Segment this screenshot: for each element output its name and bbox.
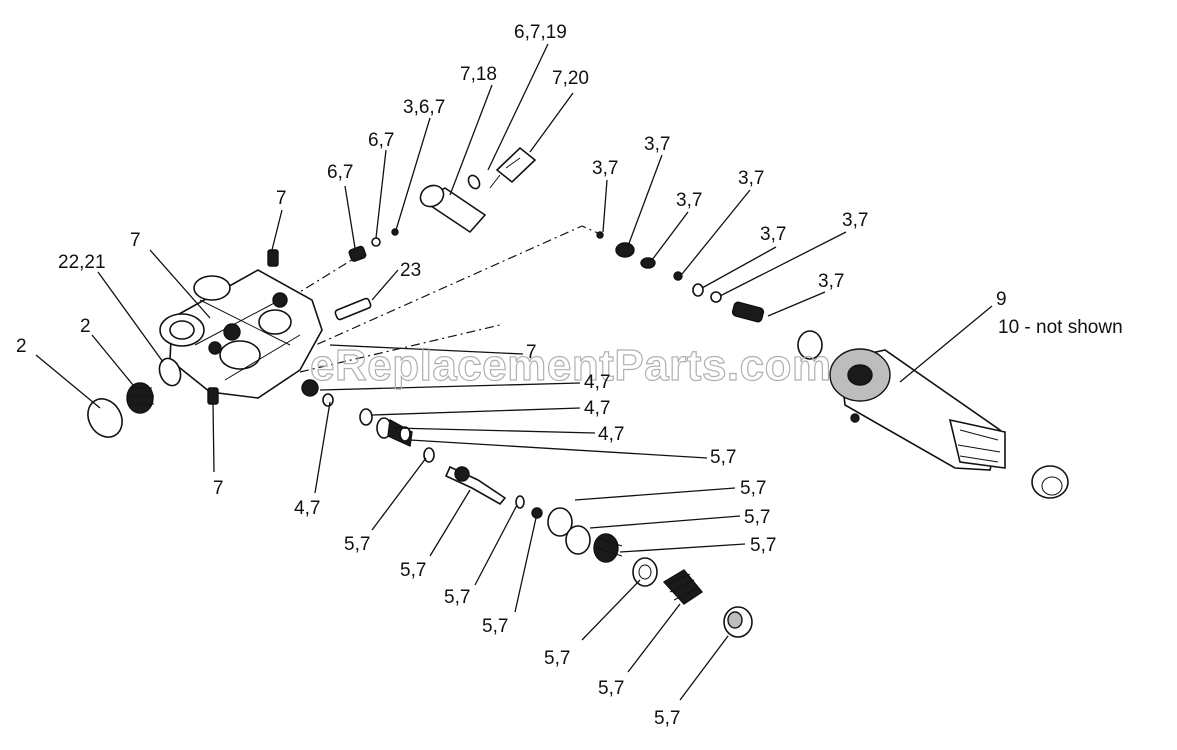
watermark-text: eReplacementParts.com xyxy=(310,341,832,390)
left-small-parts xyxy=(87,249,279,438)
callout-7-bottom: 7 xyxy=(213,478,224,499)
callout-5-7-d: 5,7 xyxy=(750,535,776,556)
callout-labels: 6,7,19 7,18 7,20 3,6,7 6,7 6,7 7 7 22,21… xyxy=(16,22,1123,729)
unloader-assembly xyxy=(829,348,1069,499)
callout-5-7-j: 5,7 xyxy=(598,678,624,699)
top-small-parts xyxy=(334,146,537,321)
callout-4-7-c: 4,7 xyxy=(598,424,624,445)
callout-3-7-a: 3,7 xyxy=(592,158,618,179)
callout-5-7-e: 5,7 xyxy=(344,534,370,555)
callout-6-7-a: 6,7 xyxy=(368,130,394,151)
valve-stack xyxy=(359,408,753,638)
callout-2-a: 2 xyxy=(80,316,91,337)
callout-5-7-g: 5,7 xyxy=(444,587,470,608)
callout-4-7-b: 4,7 xyxy=(584,398,610,419)
callout-3-7-d: 3,7 xyxy=(738,168,764,189)
callout-6-7-19: 6,7,19 xyxy=(514,22,567,43)
pump-manifold xyxy=(159,269,334,407)
callout-7-18: 7,18 xyxy=(460,64,497,85)
callout-7-top: 7 xyxy=(276,188,287,209)
callout-9: 9 xyxy=(996,289,1007,310)
callout-5-7-b: 5,7 xyxy=(740,478,766,499)
callout-4-7-d: 4,7 xyxy=(294,498,320,519)
callout-7-left: 7 xyxy=(130,230,141,251)
callout-2-b: 2 xyxy=(16,336,27,357)
callout-3-7-e: 3,7 xyxy=(760,224,786,245)
callout-5-7-h: 5,7 xyxy=(482,616,508,637)
callout-3-7-f: 3,7 xyxy=(842,210,868,231)
callout-5-7-c: 5,7 xyxy=(744,507,770,528)
callout-23: 23 xyxy=(400,260,421,281)
callout-7-20: 7,20 xyxy=(552,68,589,89)
callout-3-7-c: 3,7 xyxy=(676,190,702,211)
leader-lines xyxy=(35,43,993,701)
callout-10-not-shown: 10 - not shown xyxy=(998,317,1123,338)
callout-5-7-a: 5,7 xyxy=(710,447,736,468)
callout-22-21: 22,21 xyxy=(58,252,106,273)
callout-5-7-i: 5,7 xyxy=(544,648,570,669)
callout-5-7-f: 5,7 xyxy=(400,560,426,581)
callout-3-6-7: 3,6,7 xyxy=(403,97,445,118)
callout-6-7-b: 6,7 xyxy=(327,162,353,183)
callout-7-mid: 7 xyxy=(526,342,537,363)
callout-5-7-k: 5,7 xyxy=(654,708,680,729)
callout-4-7-a: 4,7 xyxy=(584,372,610,393)
right-small-parts xyxy=(596,231,823,360)
callout-3-7-g: 3,7 xyxy=(818,271,844,292)
callout-3-7-b: 3,7 xyxy=(644,134,670,155)
